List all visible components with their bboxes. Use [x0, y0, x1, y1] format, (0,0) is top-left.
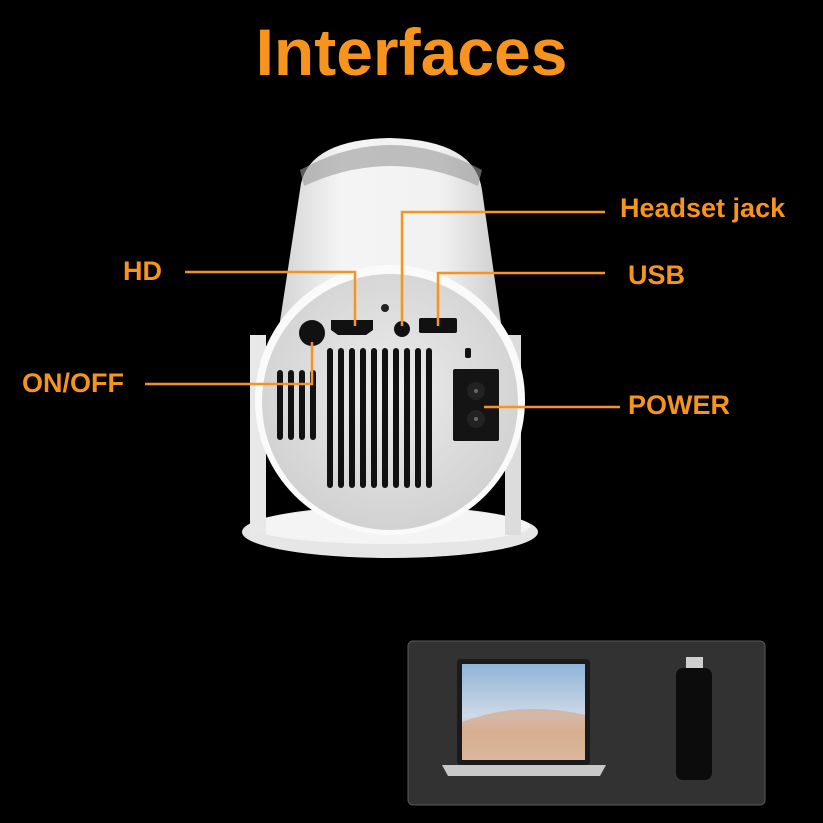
tv-stick-icon: [676, 657, 712, 780]
headset-jack-port: [394, 321, 410, 337]
label-usb: USB: [628, 260, 686, 290]
power-button: [299, 320, 325, 346]
vent-slots: [277, 348, 432, 488]
hdmi-port: [331, 320, 373, 335]
page-title: Interfaces: [255, 15, 568, 89]
label-on-off: ON/OFF: [22, 368, 124, 398]
power-socket: [453, 369, 499, 441]
lock-slot: [465, 348, 471, 358]
top-vent: [300, 145, 482, 186]
label-headset-jack: Headset jack: [620, 193, 786, 223]
label-hd: HD: [123, 256, 162, 286]
callout-lines: [145, 210, 620, 409]
rear-panel: [262, 274, 518, 530]
indicator-hole: [381, 304, 389, 312]
laptop-icon: [442, 659, 606, 776]
label-power: POWER: [628, 390, 731, 420]
